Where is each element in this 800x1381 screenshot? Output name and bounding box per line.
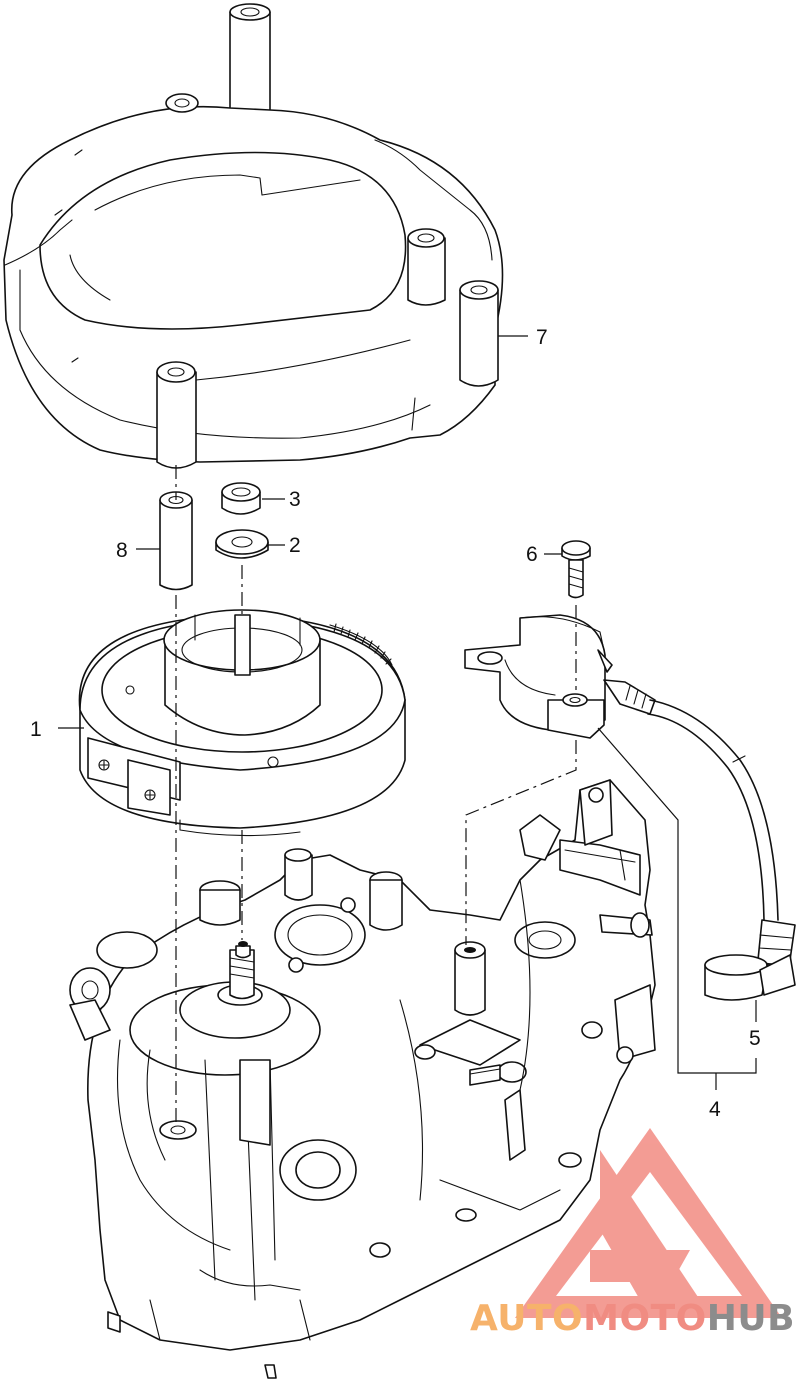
- logo-triangle-icon: [515, 1128, 782, 1318]
- watermark-part-auto: AUTO: [470, 1298, 583, 1339]
- part-7-housing: [3, 3, 504, 469]
- callout-3: 3: [289, 488, 301, 511]
- svg-text:AUTOMOTOHUB: AUTOMOTOHUB: [470, 1298, 795, 1339]
- callout-8: 8: [116, 539, 128, 562]
- part-8-sleeve: [159, 491, 193, 591]
- part-2-washer: [215, 529, 269, 559]
- watermark-part-hub: HUB: [707, 1298, 795, 1339]
- part-4-ignition-coil: [464, 614, 796, 965]
- callout-2: 2: [289, 534, 301, 557]
- timing-scale: [329, 623, 393, 666]
- callout-6: 6: [526, 543, 538, 566]
- part-5-plug-cap: [704, 954, 796, 1001]
- axis-line-coil: [465, 740, 577, 945]
- callout-5: 5: [749, 1027, 761, 1050]
- watermark-part-moto: MOTO: [583, 1298, 707, 1339]
- callout-1: 1: [30, 718, 42, 741]
- powerhead-block: [69, 779, 656, 1379]
- watermark-automotohub: AUTOMOTOHUB: [470, 1298, 795, 1339]
- part-1-stator: [78, 609, 406, 837]
- callout-7: 7: [536, 326, 548, 349]
- part-6-bolt: [561, 540, 591, 599]
- part-3-nut: [221, 482, 261, 515]
- leader-4: [597, 727, 757, 1074]
- callout-4: 4: [709, 1098, 721, 1121]
